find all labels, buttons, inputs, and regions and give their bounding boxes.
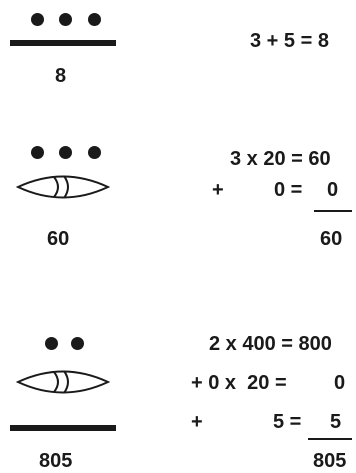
numeral-dot [59, 13, 72, 26]
sum-total: 805 [313, 450, 347, 472]
equation-line: 3 + 5 = 8 [250, 30, 329, 52]
numeral-bar [10, 425, 116, 431]
sum-rule [308, 438, 352, 440]
numeral-dot [31, 13, 44, 26]
equation-line: 3 x 20 = 60 [230, 148, 331, 170]
numeral-dot [88, 146, 101, 159]
result-value: 805 [39, 450, 73, 472]
plus-sign: + [191, 411, 203, 433]
result-value: 60 [47, 228, 70, 250]
result-value: 8 [55, 65, 67, 87]
addend-term: 0 = [274, 179, 303, 201]
sum-total: 60 [320, 228, 343, 250]
addend-value: 0 [327, 179, 339, 201]
numeral-bar [10, 40, 116, 46]
addend-term: 5 = [273, 411, 302, 433]
addend-value: 5 [330, 411, 342, 433]
equation-line: + 0 x 20 = [191, 372, 287, 394]
equation-value: 0 [334, 372, 346, 394]
numeral-dot [31, 146, 44, 159]
shell-zero-icon [16, 370, 110, 394]
shell-zero-icon [16, 175, 110, 199]
numeral-dot [45, 337, 58, 350]
plus-sign: + [212, 179, 224, 201]
numeral-dot [88, 13, 101, 26]
numeral-dot [59, 146, 72, 159]
equation-line: 2 x 400 = 800 [209, 333, 332, 355]
sum-rule [314, 210, 352, 212]
numeral-dot [71, 337, 84, 350]
